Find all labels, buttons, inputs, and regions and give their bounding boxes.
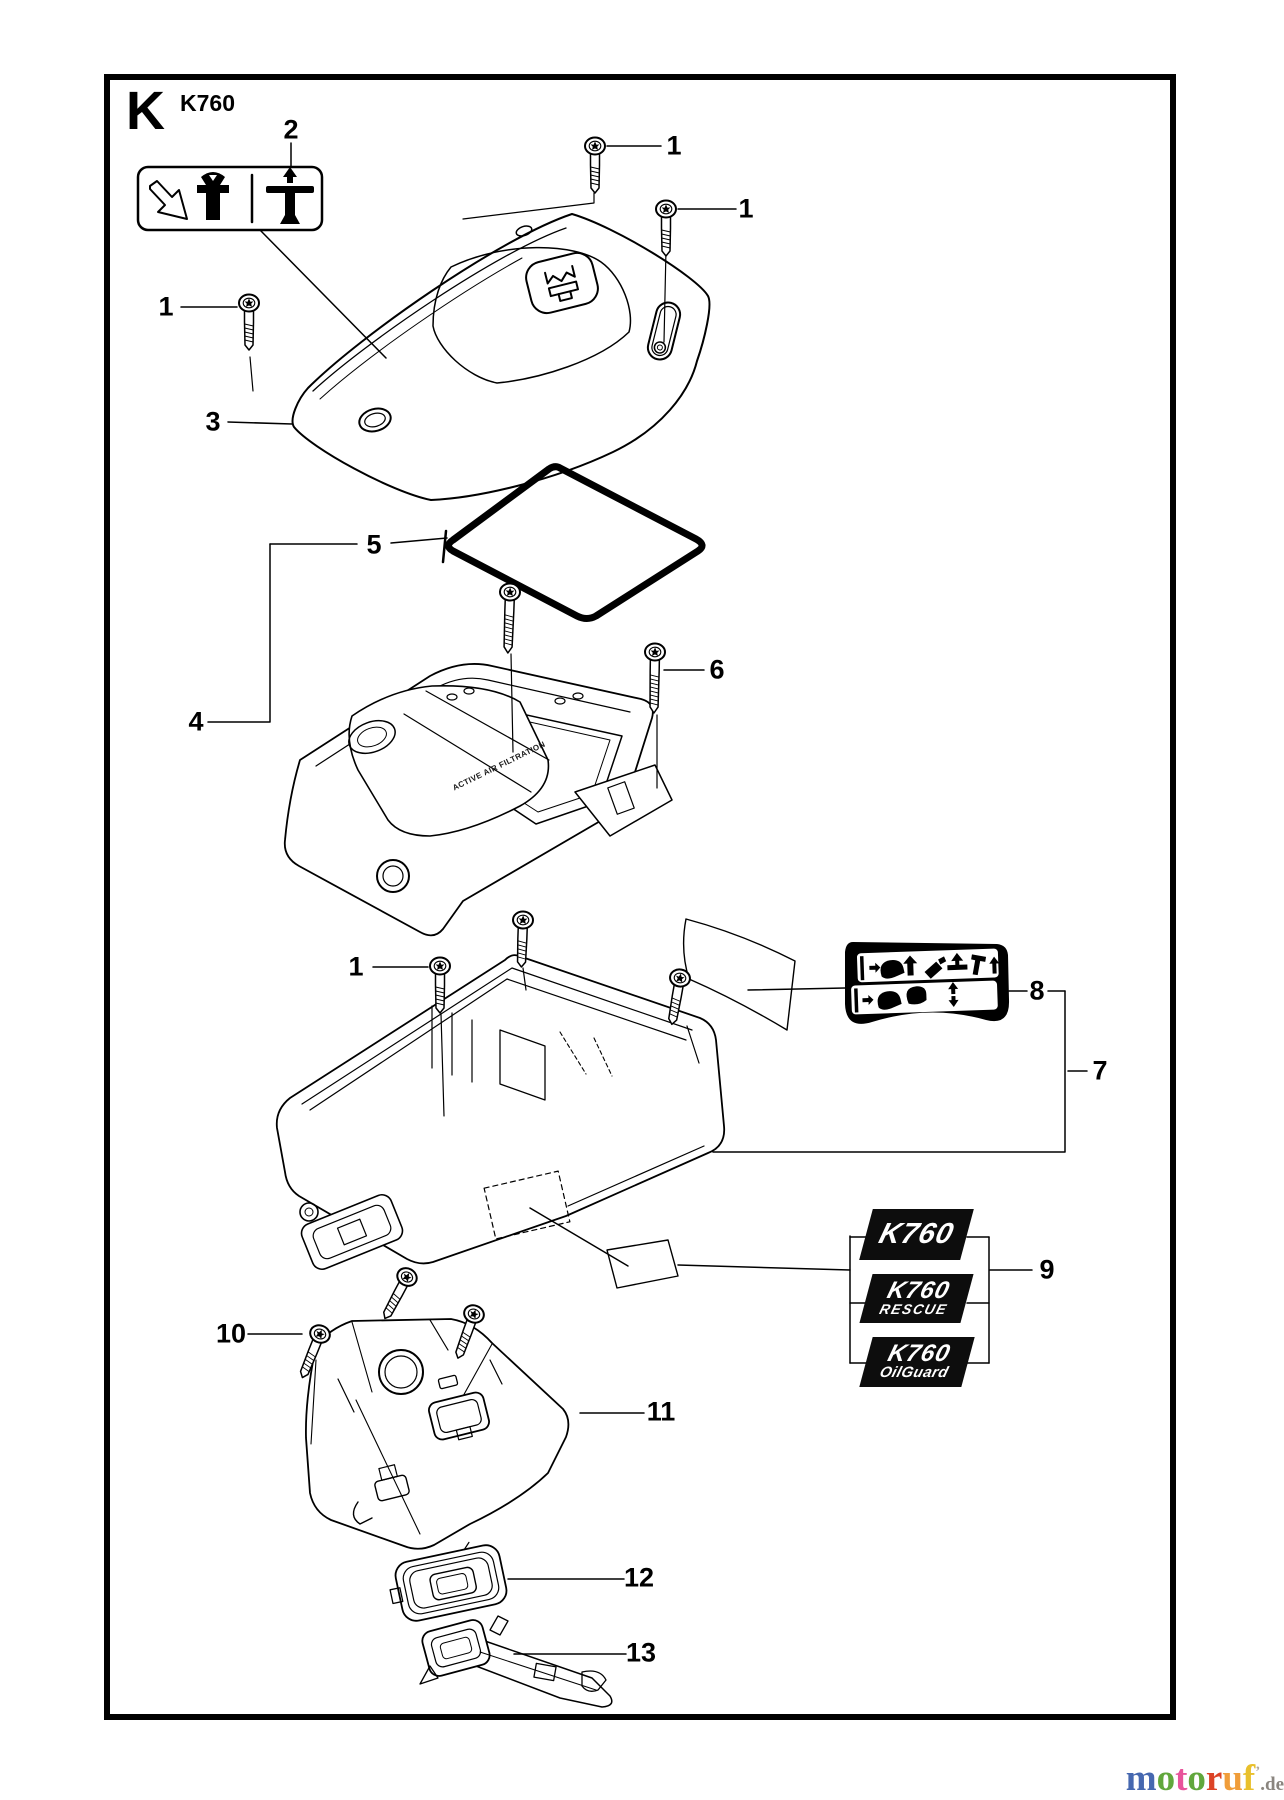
part-top-cover xyxy=(291,213,711,501)
part-holder-bracket xyxy=(419,1615,613,1708)
screw-guide-lines xyxy=(249,192,700,1413)
callout-1: 1 xyxy=(158,291,174,322)
motoruf-letters: motoruf xyxy=(1125,1758,1256,1799)
callout-6: 6 xyxy=(709,654,725,685)
decal-k760: K760 xyxy=(859,1209,974,1260)
decal-k760-rescue: K760 RESCUE xyxy=(859,1274,974,1323)
motoruf-watermark: motoruf’.de xyxy=(1098,1748,1284,1799)
callout-13: 13 xyxy=(625,1637,657,1668)
callout-1: 1 xyxy=(738,193,754,224)
part-gasket-seal xyxy=(441,463,706,622)
part-filter-housing xyxy=(283,663,673,937)
callout-8: 8 xyxy=(1029,975,1045,1006)
section-letter: K xyxy=(126,81,165,141)
decal-k760-oilguard: K760 OilGuard xyxy=(859,1337,975,1387)
callout-4: 4 xyxy=(188,706,204,737)
callout-9: 9 xyxy=(1039,1254,1055,1285)
part-cylinder-cover xyxy=(305,1318,570,1550)
callout-5: 5 xyxy=(366,529,382,560)
model-code: K760 xyxy=(180,90,235,116)
leader-lines xyxy=(180,142,1088,1655)
callout-12: 12 xyxy=(623,1562,655,1593)
valve-up-icon xyxy=(266,167,314,224)
callout-11: 11 xyxy=(646,1396,676,1427)
part-intake-gasket xyxy=(389,1541,508,1622)
screw-1 xyxy=(584,136,606,194)
part-lower-housing xyxy=(275,918,796,1289)
info-label-2 xyxy=(136,165,324,232)
valve-press-icon xyxy=(197,172,229,220)
window-decal xyxy=(682,918,796,1031)
motoruf-mark: ’ xyxy=(1255,1764,1261,1780)
screw xyxy=(496,582,522,655)
callout-3: 3 xyxy=(205,406,221,437)
husqvarna-logo xyxy=(525,251,599,315)
callout-1: 1 xyxy=(666,130,682,161)
screw xyxy=(375,1263,421,1325)
callout-2: 2 xyxy=(283,114,299,145)
callout-1: 1 xyxy=(348,951,364,982)
small-decal-outline xyxy=(606,1239,679,1289)
info-label-8 xyxy=(845,942,1010,1024)
callout-10: 10 xyxy=(215,1318,247,1349)
motoruf-suffix: .de xyxy=(1260,1774,1284,1795)
screw-1 xyxy=(238,293,260,351)
screw-1 xyxy=(655,199,677,257)
callout-7: 7 xyxy=(1092,1055,1108,1086)
arrow-icon xyxy=(149,180,188,220)
